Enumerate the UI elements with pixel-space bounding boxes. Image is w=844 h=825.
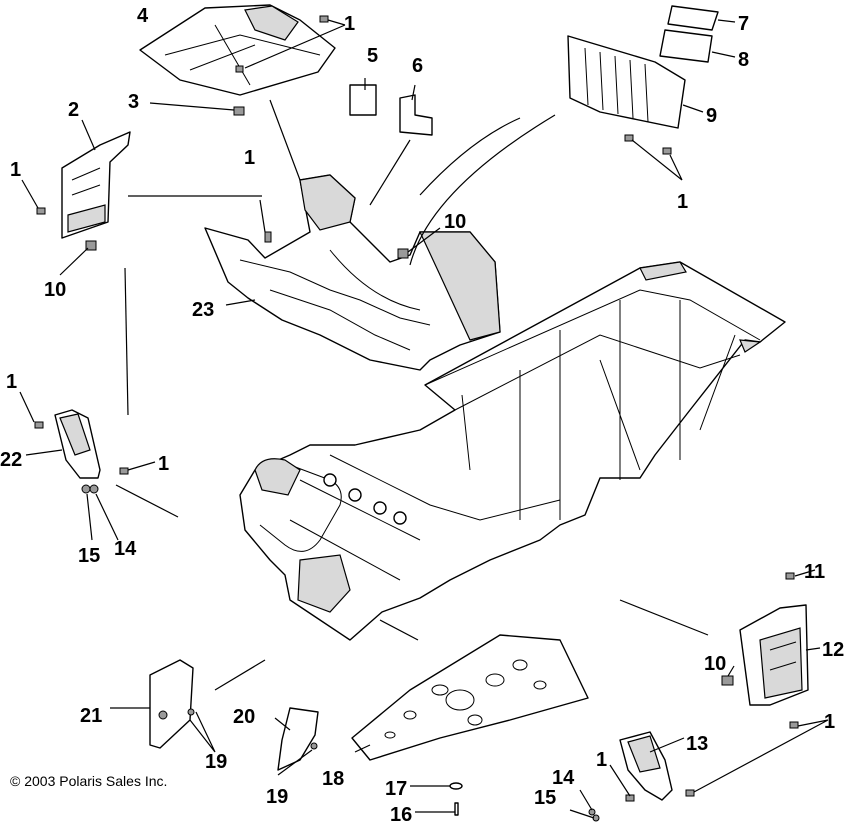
callout-label: 10 bbox=[44, 279, 66, 301]
part-2-left-bracket bbox=[61, 131, 131, 251]
fasteners bbox=[34, 15, 799, 822]
copyright-notice: © 2003 Polaris Sales Inc. bbox=[10, 773, 167, 789]
part-5-decal bbox=[349, 84, 377, 116]
callout-label: 8 bbox=[738, 49, 749, 71]
callout-label: 1 bbox=[344, 13, 355, 35]
callout-label: 16 bbox=[390, 804, 412, 825]
leader-lines bbox=[19, 19, 829, 819]
callout-label: 17 bbox=[385, 778, 407, 800]
callout-label: 1 bbox=[6, 371, 17, 393]
callout-label: 13 bbox=[686, 733, 708, 755]
callout-labels: 1 4 5 6 7 8 9 3 2 1 1 1 10 10 23 1 22 1 … bbox=[0, 5, 844, 825]
callout-label: 9 bbox=[706, 105, 717, 127]
part-23-floorboard bbox=[204, 174, 501, 371]
part-4-top-cover bbox=[139, 4, 336, 116]
callout-label: 4 bbox=[137, 5, 149, 27]
part-13-bracket bbox=[619, 731, 673, 801]
callout-label: 1 bbox=[10, 159, 21, 181]
callout-label: 2 bbox=[68, 99, 79, 121]
callout-label: 14 bbox=[552, 767, 575, 789]
callout-label: 19 bbox=[266, 786, 288, 808]
callout-label: 3 bbox=[128, 91, 139, 113]
callout-label: 10 bbox=[704, 653, 726, 675]
callout-label: 14 bbox=[114, 538, 137, 560]
callout-label: 19 bbox=[205, 751, 227, 773]
main-frame bbox=[239, 261, 786, 641]
callout-label: 1 bbox=[596, 749, 607, 771]
callout-label: 20 bbox=[233, 706, 255, 728]
part-18-skid-plate bbox=[351, 634, 589, 761]
part-20-plate bbox=[277, 707, 319, 771]
part-8-decal bbox=[659, 29, 713, 63]
part-9-panel bbox=[567, 35, 686, 129]
part-22-bracket bbox=[54, 409, 101, 494]
callout-label: 22 bbox=[0, 449, 22, 471]
part-12-right-bracket bbox=[721, 604, 809, 706]
callout-label: 7 bbox=[738, 13, 749, 35]
callout-label: 21 bbox=[80, 705, 102, 727]
callout-label: 12 bbox=[822, 639, 844, 661]
callout-label: 6 bbox=[412, 55, 423, 77]
callout-label: 11 bbox=[804, 561, 825, 583]
part-7-decal bbox=[667, 5, 719, 31]
callout-label: 1 bbox=[244, 147, 255, 169]
callout-label: 1 bbox=[824, 711, 835, 733]
callout-label: 10 bbox=[444, 211, 466, 233]
callout-label: 18 bbox=[322, 768, 344, 790]
callout-label: 15 bbox=[78, 545, 100, 567]
callout-label: 1 bbox=[677, 191, 688, 213]
callout-label: 1 bbox=[158, 453, 169, 475]
part-6-decal bbox=[399, 94, 433, 136]
part-21-plate bbox=[149, 659, 195, 749]
callout-label: 5 bbox=[367, 45, 378, 67]
callout-label: 23 bbox=[192, 299, 214, 321]
callout-label: 15 bbox=[534, 787, 556, 809]
